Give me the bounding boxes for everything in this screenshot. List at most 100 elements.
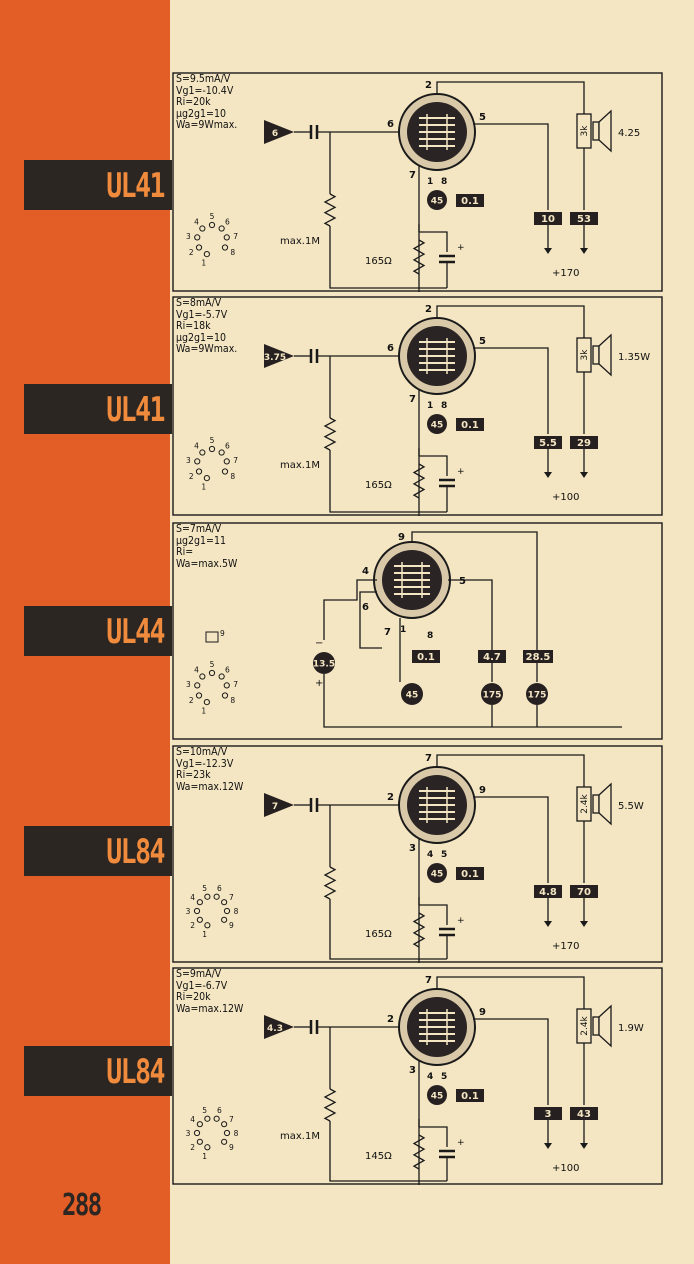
anode-current-box xyxy=(523,650,553,663)
supply-arrow-icon xyxy=(544,472,552,478)
speaker-icon xyxy=(598,109,612,153)
pin-label: 7 xyxy=(425,753,432,764)
socket-pin xyxy=(194,682,201,689)
socket-pin xyxy=(223,682,230,689)
spec-line: Ri=18k xyxy=(176,320,211,333)
socket-pin xyxy=(213,1115,220,1122)
socket-pin xyxy=(195,244,203,251)
socket-pin-label: 8 xyxy=(234,907,239,916)
spec-line: Wa=9Wmax. xyxy=(176,343,238,356)
tube-name: UL41 xyxy=(106,390,165,430)
load-value: 3k xyxy=(580,125,590,137)
panel-border xyxy=(172,967,663,1185)
heater-current-box xyxy=(456,1089,484,1102)
spec-line: Ri=20k xyxy=(176,991,211,1004)
pin-label: 6 xyxy=(387,119,394,130)
pin-label: 2 xyxy=(425,80,432,91)
spec-line: µg2g1=10 xyxy=(176,331,226,344)
grid-resistor xyxy=(323,417,337,451)
wire xyxy=(436,754,585,787)
anode-current-box xyxy=(570,1107,598,1120)
socket-pin xyxy=(221,899,228,906)
heater-voltage-disc-value: 45 xyxy=(431,421,444,431)
socket-pin xyxy=(221,468,229,475)
wire xyxy=(436,976,585,1009)
socket-pin-label: 5 xyxy=(210,212,215,221)
input-amplifier-icon xyxy=(264,120,294,144)
pin-label: 6 xyxy=(387,343,394,354)
speaker-magnet xyxy=(592,1016,600,1036)
supply-voltage: +100 xyxy=(552,492,579,503)
spec-line: Wa=max.5W xyxy=(176,557,238,570)
socket-pin xyxy=(196,1121,203,1128)
socket-pin xyxy=(221,1138,228,1145)
screen-current-box-value: 3 xyxy=(545,1109,552,1120)
heater-current-box xyxy=(412,650,440,663)
wire xyxy=(419,231,448,252)
tube-tag-1: UL41 xyxy=(24,160,172,210)
wire xyxy=(323,579,377,640)
supply-arrow-icon xyxy=(580,472,588,478)
pin-label: 4 xyxy=(362,566,369,577)
supply-voltage: +170 xyxy=(552,268,579,279)
anode-current-box xyxy=(570,212,598,225)
socket-pin-label: 9 xyxy=(229,921,234,930)
socket-key-icon xyxy=(205,631,219,643)
spec-line: Vg1=-12.3V xyxy=(176,757,234,770)
socket-pin-label: 6 xyxy=(225,666,230,675)
socket-pin xyxy=(196,916,203,923)
supply-arrow-icon xyxy=(580,1143,588,1149)
output-value: 1.35W xyxy=(618,352,650,363)
pin-label: 7 xyxy=(384,627,391,638)
pin-label: 4 xyxy=(427,1072,433,1082)
socket-pin xyxy=(221,1121,228,1128)
wire xyxy=(329,899,422,960)
screen-current-box xyxy=(534,1107,562,1120)
pin-label: 5 xyxy=(441,850,447,860)
anode-current-box xyxy=(570,885,598,898)
grid-resistor-value: max.1M xyxy=(280,1131,320,1142)
pin-label: 6 xyxy=(362,602,369,613)
socket-pin-label: 4 xyxy=(194,666,199,675)
spec-line: Wa=9Wmax. xyxy=(176,119,238,132)
pin-label: 2 xyxy=(387,1014,394,1025)
socket-pin xyxy=(199,449,206,456)
socket-pin-label: 2 xyxy=(189,248,194,257)
pin-label: 5 xyxy=(479,336,486,347)
wire xyxy=(436,81,585,114)
pin-label: 4 xyxy=(427,850,433,860)
output-value: 4.25 xyxy=(618,128,640,139)
heater-current-box-value: 0.1 xyxy=(461,420,479,431)
socket-pin-label: 5 xyxy=(202,884,207,893)
wire xyxy=(419,1126,448,1147)
socket-pin xyxy=(218,225,225,232)
wire xyxy=(323,674,622,728)
socket-pin xyxy=(194,234,201,241)
socket-pin xyxy=(195,468,203,475)
socket-pin-label: 4 xyxy=(194,218,199,227)
spec-line: Ri=20k xyxy=(176,96,211,109)
pin-label: 9 xyxy=(479,1007,486,1018)
spec-line: Wa=max.12W xyxy=(176,780,244,793)
socket-pin-label: 1 xyxy=(201,483,206,492)
socket-pin-label: 6 xyxy=(217,884,222,893)
cathode-resistor-value: 165Ω xyxy=(365,929,392,940)
spec-line: µg2g1=10 xyxy=(176,107,226,120)
wire xyxy=(411,531,538,650)
tube-name: UL41 xyxy=(106,166,165,206)
input-value: 3.75 xyxy=(264,353,286,363)
cathode-resistor xyxy=(412,239,426,275)
socket-pin-label: 7 xyxy=(233,456,238,465)
heater-voltage-disc xyxy=(427,863,447,883)
tube-name: UL84 xyxy=(106,832,165,872)
